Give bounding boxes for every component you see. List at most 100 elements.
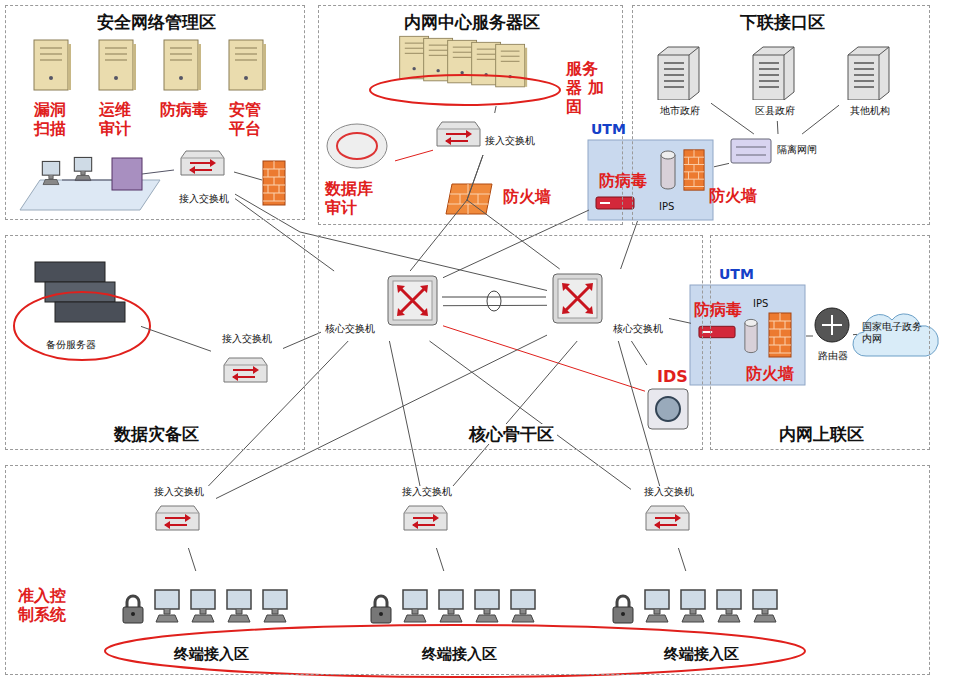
network-node: 接入交换机: [173, 143, 235, 209]
node-label: 国家电子政务 内网: [862, 321, 926, 345]
lan-wire: [62, 170, 174, 180]
server-icon: [496, 44, 527, 86]
connector-line: [777, 121, 779, 134]
switch-icon: [156, 506, 199, 530]
connector-line: [436, 548, 443, 571]
connector-line: [443, 326, 645, 391]
workstation-icon: [74, 157, 91, 180]
lock-icon: [123, 596, 143, 623]
ips-icon: [745, 319, 757, 352]
printer-icon: [112, 158, 142, 190]
terminal-icon: [191, 590, 215, 622]
network-node: 终端接入区: [601, 571, 801, 666]
node-label: 防病毒: [599, 171, 647, 190]
audit-icon: [337, 133, 377, 159]
network-node: 服务器 加固: [391, 31, 616, 106]
network-node: 终端接入区: [111, 571, 311, 666]
node-label: 区县政府: [755, 105, 795, 117]
node-label: UTM: [719, 266, 754, 283]
core-link: [442, 297, 546, 298]
backup-server-icon: [55, 302, 125, 322]
network-node: 安管 平台: [221, 36, 276, 151]
node-label: 终端接入区: [174, 645, 249, 663]
server-icon: [848, 47, 889, 100]
zone-title: 准入控制系统: [18, 586, 70, 624]
node-label: 防火墙: [503, 187, 551, 206]
connector-line: [621, 221, 638, 269]
audit-icon: [327, 124, 387, 168]
connector-line: [410, 155, 483, 271]
zone-panel: 内网中心服务器区服务器 加固接入交换机数据库 审计防火墙: [318, 5, 623, 225]
server-icon: [164, 40, 201, 90]
network-node: 漏洞 扫描: [26, 36, 81, 151]
network-node: 防火墙: [441, 181, 566, 221]
antivirus-device: [699, 326, 735, 337]
firewall-icon: [684, 150, 704, 190]
zone-title: 核心骨干区: [466, 424, 557, 444]
node-label: 路由器: [818, 350, 848, 362]
terminal-icon: [403, 590, 427, 622]
network-node: 区县政府: [744, 41, 806, 121]
connector-line: [443, 305, 547, 306]
highlight-ellipse: [14, 292, 150, 360]
server-icon: [753, 47, 794, 100]
connector-line: [711, 103, 754, 134]
network-node: 终端接入区: [359, 571, 559, 666]
node-label: 接入交换机: [402, 486, 452, 498]
ids-lens: [656, 397, 680, 421]
switch-icon: [646, 506, 689, 530]
network-node: 接入交换机: [433, 113, 548, 155]
utm-box: [690, 285, 805, 385]
node-label: 防火墙: [709, 186, 757, 205]
connector-line: [669, 319, 691, 324]
ips-icon: [661, 151, 675, 189]
zone-panel: 安全网络管理区漏洞 扫描运维 审计防病毒 安管 平台接入交换机: [5, 5, 305, 220]
node-label: 数据库 审计: [325, 179, 377, 217]
network-node: 接入交换机: [141, 486, 216, 548]
switch-icon: [181, 151, 224, 175]
zone-title: 下联接口区: [737, 12, 828, 32]
network-node: 核心交换机: [547, 269, 669, 341]
core-switch-icon: [553, 274, 602, 323]
node-label: 安管 平台: [229, 100, 269, 138]
node-label: 接入交换机: [222, 333, 272, 345]
core-switch-icon: [388, 276, 437, 325]
ids-icon: [648, 389, 688, 429]
firewall-icon: [446, 184, 492, 214]
node-label: 服务器 加固: [566, 59, 606, 117]
zone-title: 安全网络管理区: [94, 12, 219, 32]
antivirus-device: [596, 197, 634, 209]
connector-line: [188, 548, 195, 571]
highlight-ellipse: [370, 75, 560, 105]
connector-line: [235, 194, 547, 290]
switch-icon: [437, 122, 480, 146]
connector-line: [495, 106, 496, 113]
node-label: IDS: [657, 367, 688, 386]
terminal-icon: [681, 590, 705, 622]
server-icon: [229, 40, 266, 90]
network-node: 接入交换机: [389, 486, 464, 548]
node-label: 防病毒: [160, 100, 208, 119]
firewall-icon: [769, 313, 791, 357]
terminal-icon: [511, 590, 535, 622]
zone-title: 数据灾备区: [111, 424, 202, 444]
network-node: 地市政府: [649, 41, 711, 121]
switch-icon: [404, 506, 447, 530]
connector-line: [853, 334, 857, 335]
node-label: 终端接入区: [422, 645, 497, 663]
terminal-icon: [263, 590, 287, 622]
zone-panel: 核心骨干区 核心交换机 核心交换机 IDS: [318, 235, 703, 450]
network-node: 运维 审计: [91, 36, 146, 151]
node-label: IPS: [659, 201, 674, 213]
network-node: UTM防病毒IPS防火墙: [691, 286, 806, 386]
zone-panel: 内网上联区UTM防病毒IPS防火墙路由器国家电子政务 内网: [710, 235, 930, 450]
node-label: 接入交换机: [154, 486, 204, 498]
terminal-icon: [645, 590, 669, 622]
node-label: 终端接入区: [664, 645, 739, 663]
node-label: 接入交换机: [644, 486, 694, 498]
network-node: 核心交换机: [321, 271, 443, 341]
network-node: 隔离网闸: [729, 134, 829, 170]
server-icon: [34, 40, 71, 90]
zone-panel: 下联接口区地市政府区县政府其他机构隔离网闸UTM防病毒IPS防火墙: [632, 5, 930, 225]
